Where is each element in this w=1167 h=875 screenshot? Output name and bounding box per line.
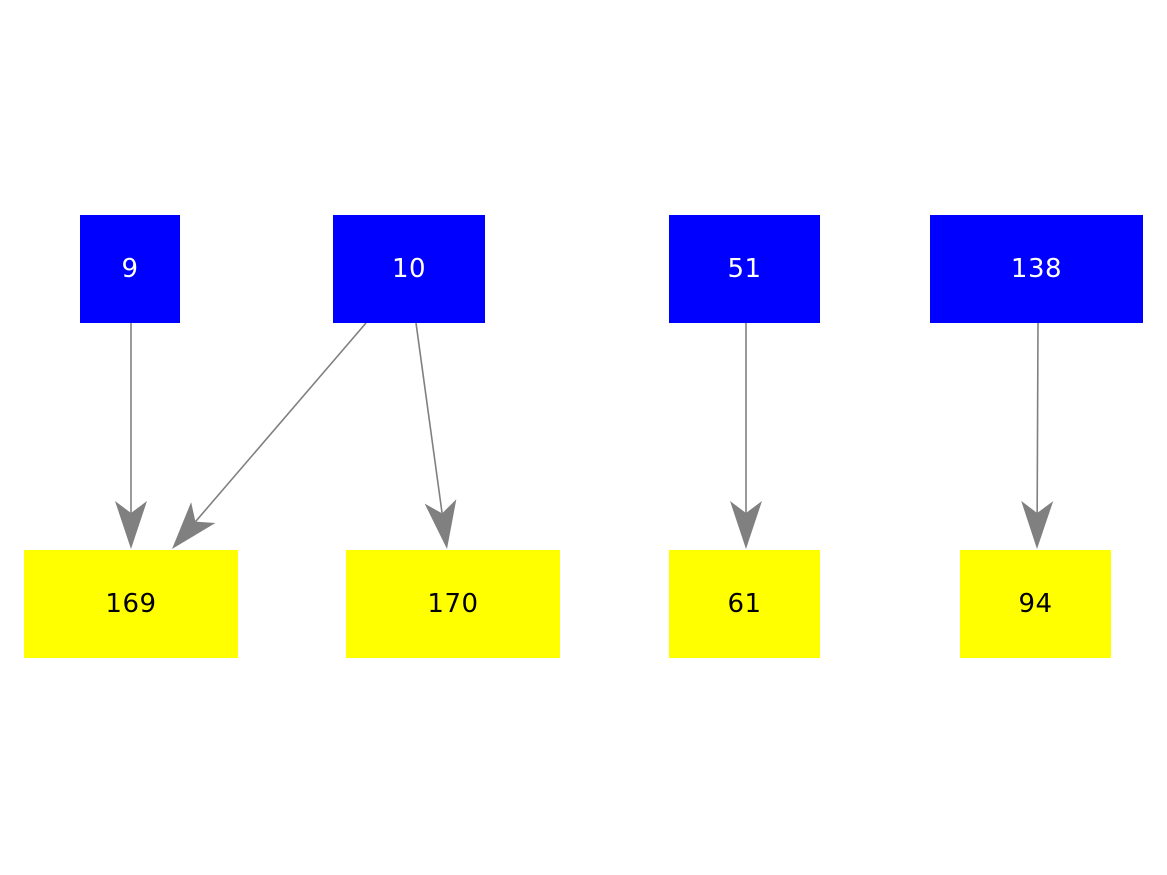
graph-edge-9-to-169[interactable] xyxy=(115,323,147,549)
graph-node-51[interactable]: 51 xyxy=(669,215,820,323)
graph-node-170[interactable]: 170 xyxy=(346,550,560,658)
graph-node-label: 138 xyxy=(1010,254,1063,284)
graph-node-label: 51 xyxy=(727,254,762,284)
graph-edge-51-to-61[interactable] xyxy=(730,323,762,549)
graph-node-10[interactable]: 10 xyxy=(333,215,485,323)
graph-node-label: 9 xyxy=(121,254,139,284)
graph-node-138[interactable]: 138 xyxy=(930,215,1143,323)
graph-node-label: 10 xyxy=(391,254,427,284)
graph-node-label: 170 xyxy=(427,589,479,619)
edge-arrowhead xyxy=(730,501,762,549)
edge-arrowhead xyxy=(424,499,457,549)
edge-arrowhead xyxy=(172,502,216,549)
graph-edge-10-to-170[interactable] xyxy=(415,322,457,549)
graph-node-label: 94 xyxy=(1018,589,1053,619)
graph-node-169[interactable]: 169 xyxy=(24,550,238,658)
graph-node-9[interactable]: 9 xyxy=(80,215,180,323)
graph-edge-138-to-94[interactable] xyxy=(1021,322,1054,549)
edge-line xyxy=(1036,322,1039,514)
graph-node-94[interactable]: 94 xyxy=(960,550,1111,658)
graph-node-label: 169 xyxy=(105,589,157,619)
edge-arrowhead xyxy=(1021,500,1054,549)
graph-node-label: 61 xyxy=(727,589,762,619)
edge-line xyxy=(194,322,367,523)
edge-arrowhead xyxy=(115,501,147,549)
edge-line xyxy=(415,322,443,514)
graph-node-61[interactable]: 61 xyxy=(669,550,820,658)
graph-edge-10-to-169[interactable] xyxy=(172,322,367,549)
